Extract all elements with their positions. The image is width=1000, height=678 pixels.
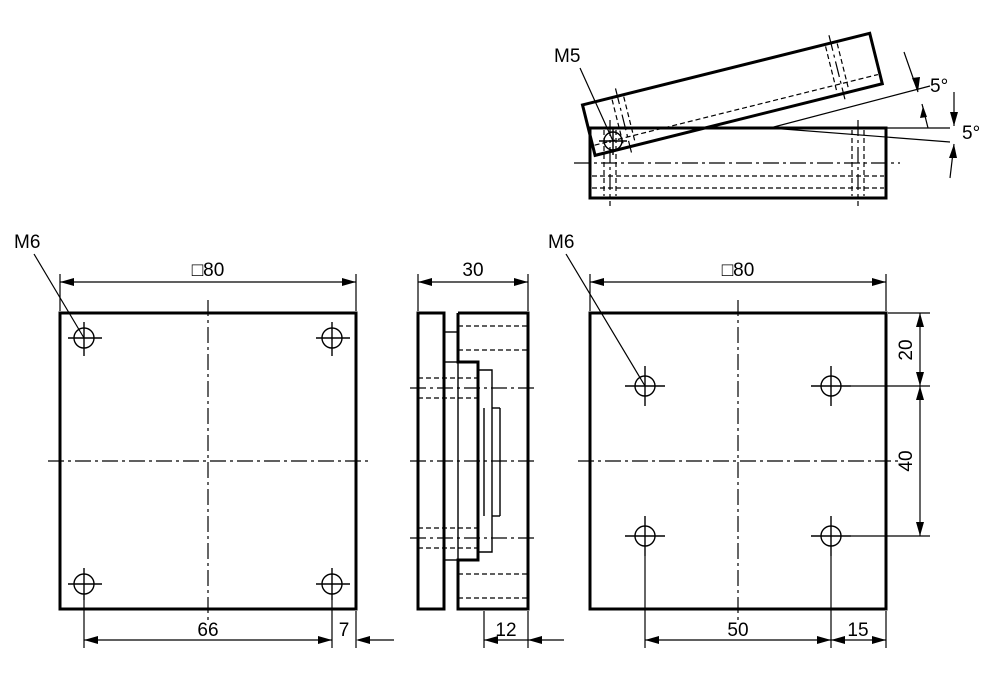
top-angle-upper-label: 5° — [930, 76, 948, 97]
top-thread-label: M5 — [554, 46, 580, 67]
back-view: M6 □80 50 15 20 40 — [548, 232, 930, 648]
side-depth-label: 30 — [462, 260, 483, 281]
back-mounting-hole — [811, 516, 851, 556]
back-mounting-hole — [625, 516, 665, 556]
top-thread-leader — [579, 67, 614, 142]
front-thread-leader — [33, 253, 85, 339]
top-upper-plate — [580, 31, 885, 158]
front-mounting-hole — [68, 322, 102, 356]
back-thread-label: M6 — [548, 232, 574, 253]
front-width-label: □80 — [192, 260, 225, 281]
side-step-label: 12 — [495, 620, 516, 641]
front-mounting-hole — [316, 322, 350, 356]
back-width-label: □80 — [722, 260, 755, 281]
side-hidden-hole — [458, 573, 528, 599]
side-view: 30 12 — [410, 260, 564, 648]
front-hole-spacing-label: 66 — [197, 620, 218, 641]
top-view: M5 5° 5° — [554, 31, 980, 206]
front-thread-label: M6 — [14, 232, 40, 253]
front-mounting-hole — [68, 568, 102, 600]
front-edge-offset-label: 7 — [339, 620, 350, 641]
back-edge-offset-v-label: 20 — [896, 339, 917, 360]
side-hidden-hole — [458, 325, 528, 351]
front-view: M6 □80 66 7 — [14, 232, 394, 648]
side-hidden-hole — [418, 527, 478, 549]
front-mounting-hole — [316, 568, 350, 600]
back-hole-spacing-h-label: 50 — [727, 620, 748, 641]
top-angle-lower-label: 5° — [962, 123, 980, 144]
back-hole-spacing-v-label: 40 — [896, 450, 917, 471]
back-thread-leader — [565, 253, 646, 387]
side-hidden-hole — [418, 377, 478, 399]
back-edge-offset-h-label: 15 — [847, 620, 868, 641]
back-mounting-hole — [811, 366, 851, 406]
